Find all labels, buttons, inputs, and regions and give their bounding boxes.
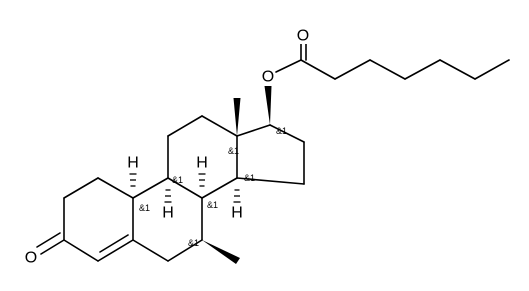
c8-stereo-label: &1 [207, 200, 218, 210]
bond-c11-c12 [167, 115, 203, 137]
bond-c8-c9 [167, 177, 203, 199]
ring-c-bonds [167, 115, 238, 199]
hashed-bonds [129, 173, 241, 203]
hash-c14-h [233, 189, 241, 203]
c10-hydrogen-label: H [127, 155, 139, 172]
c9-stereo-label: &1 [172, 175, 183, 185]
bond-chain-2 [334, 59, 371, 80]
ring-d-bonds [236, 124, 305, 185]
hash-c8-h [198, 173, 206, 187]
bond-c5-c6 [132, 239, 169, 262]
bond-c10-c1 [97, 177, 134, 199]
bond-c4-c5 [97, 239, 134, 262]
c17-stereo-label: &1 [276, 126, 287, 136]
bond-c3-o [40, 239, 65, 255]
bond-c13-c17 [236, 124, 271, 137]
bond-chain-1 [300, 59, 336, 80]
bond-chain-3 [369, 59, 406, 80]
ester-oxygen-label: O [262, 69, 274, 86]
bond-c3-o-double [36, 232, 61, 248]
bond-c12-c13 [201, 115, 238, 137]
wedge-bonds [202, 86, 272, 264]
wedge-c17-oxygen [264, 86, 272, 125]
c8-hydrogen-label: H [196, 155, 208, 172]
bond-c15-c14 [236, 177, 305, 185]
c14-stereo-label: &1 [244, 173, 255, 183]
hash-c9-h [164, 189, 172, 203]
wedge-c7-methyl [202, 240, 240, 264]
stereo-labels: &1 &1 &1 &1 &1 &1 &1 [139, 126, 287, 248]
atom-labels: O O O H H H H [25, 28, 311, 267]
bond-c9-c10 [132, 177, 169, 199]
c10-stereo-label: &1 [139, 203, 150, 213]
bond-c14-c8 [201, 177, 238, 199]
bond-o-carbonylc [275, 59, 302, 73]
c7-stereo-label: &1 [188, 238, 199, 248]
ring-b-bonds [132, 177, 203, 262]
bond-c1-c2 [63, 177, 99, 199]
heptanoate-chain [275, 42, 510, 80]
wedge-c13-methyl [233, 98, 241, 136]
bond-chain-4 [404, 59, 441, 80]
bond-c3-c4 [63, 239, 99, 262]
carbonyl-oxygen-label: O [297, 28, 309, 45]
c13-stereo-label: &1 [228, 146, 239, 156]
ring-a-bonds [63, 177, 134, 262]
c14-hydrogen-label: H [231, 205, 243, 222]
bond-chain-6 [474, 59, 510, 80]
ketone-oxygen-label: O [25, 250, 37, 267]
hash-c10-h [129, 173, 137, 187]
ketone-group [36, 232, 65, 255]
bond-c17-c16 [269, 124, 305, 143]
bond-c6-c7 [167, 239, 203, 262]
c9-hydrogen-label: H [162, 205, 174, 222]
bond-c4-c5-double [99, 234, 129, 253]
bond-chain-5 [439, 59, 476, 80]
